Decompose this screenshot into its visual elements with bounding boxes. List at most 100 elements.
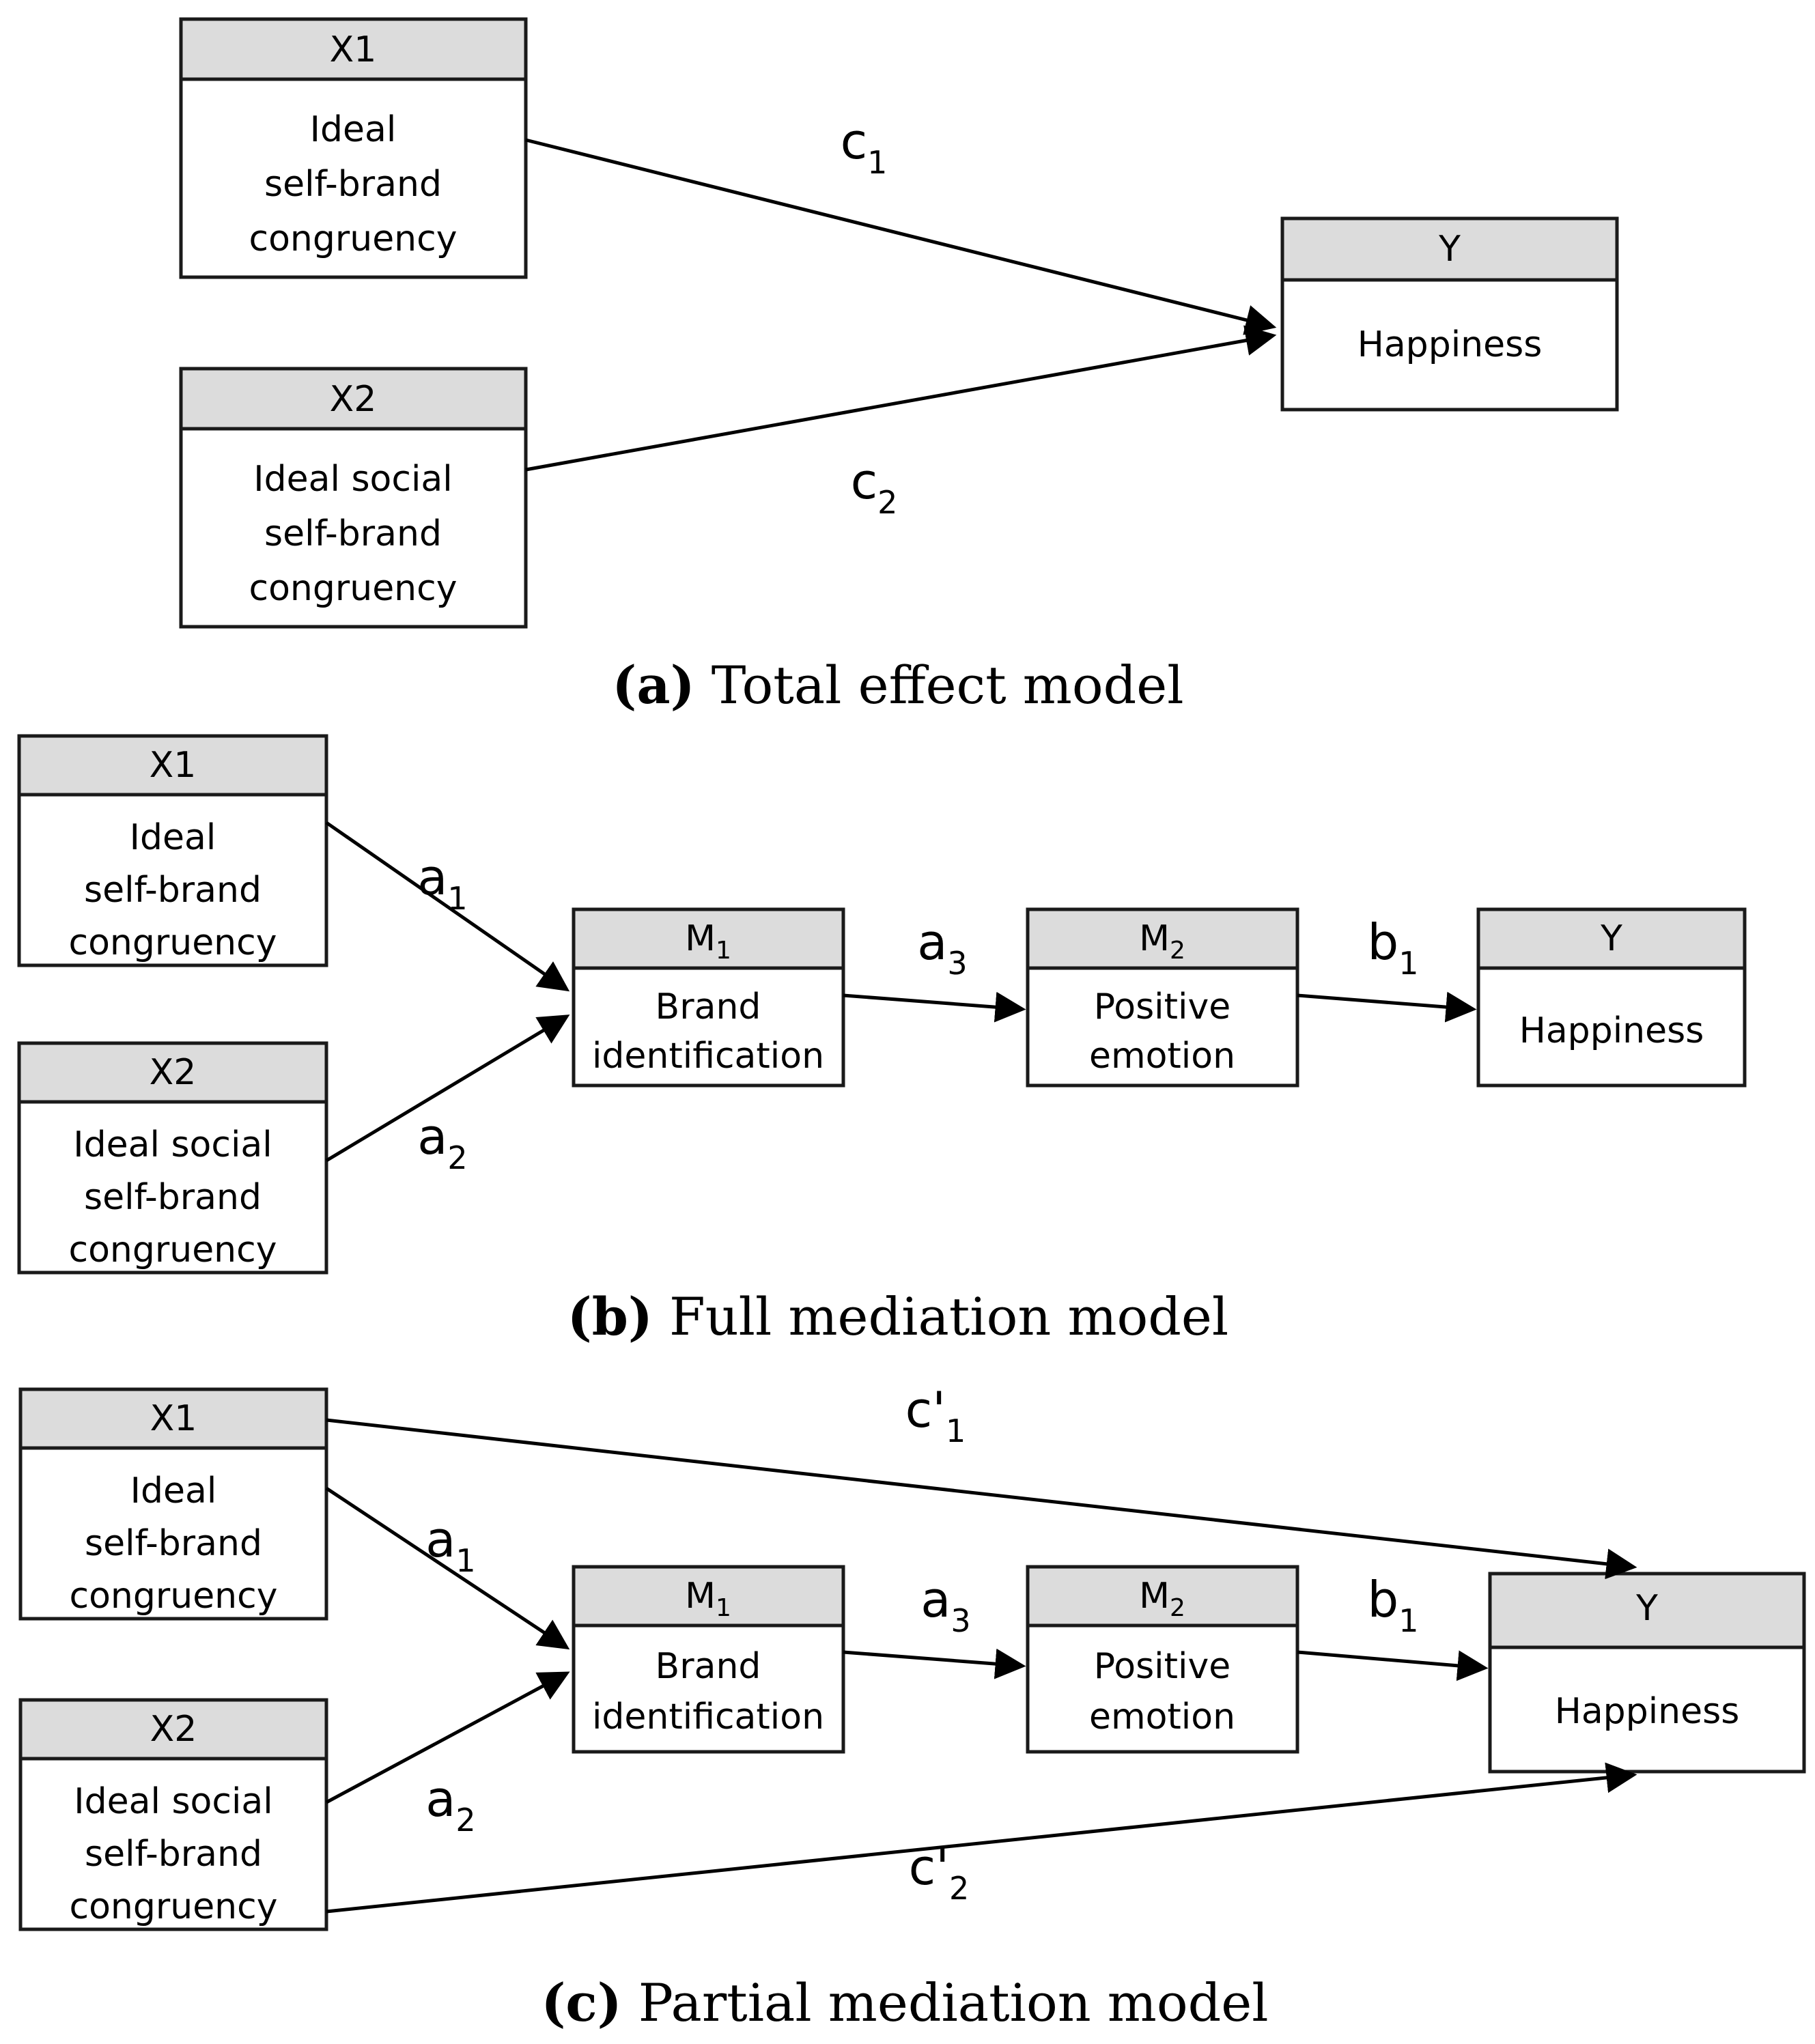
panel-b: X1 Ideal self-brand congruency X2 Ideal … xyxy=(17,734,1747,1347)
panel-a-node-x2-title: X2 xyxy=(330,379,377,420)
panel-c-node-m2-title: M2 xyxy=(1139,1576,1185,1622)
panel-b-edge-a1 xyxy=(325,821,570,992)
panel-c-node-y-title: Y xyxy=(1635,1588,1658,1629)
panel-b-node-m2: M2 Positive emotion xyxy=(1026,907,1299,1088)
panel-a-caption: (a) Total effect model xyxy=(612,655,1183,715)
panel-a-edge-c1 xyxy=(525,138,1277,335)
panel-b-node-x1-line-1: Ideal xyxy=(130,817,216,858)
panel-b-caption: (b) Full mediation model xyxy=(567,1286,1228,1347)
panel-b-node-y-title: Y xyxy=(1600,918,1622,959)
panel-c-edge-a3 xyxy=(843,1648,1026,1679)
panel-b-node-x2-line-1: Ideal social xyxy=(73,1124,272,1165)
panel-b-node-y-header xyxy=(1476,907,1747,970)
panel-c-edge-label-cprime2: c'2 xyxy=(909,1839,970,1907)
panel-a-edge-label-c2: c2 xyxy=(851,453,898,521)
panel-c-node-x2-line-1: Ideal social xyxy=(74,1781,272,1822)
panel-c-node-x1-line-3: congruency xyxy=(69,1576,277,1617)
panel-c-node-m1-line-2: identification xyxy=(592,1697,824,1737)
panel-c: X1 Ideal self-brand congruency X2 Ideal … xyxy=(18,1381,1806,2033)
panel-c-edge-label-a3: a3 xyxy=(920,1571,970,1639)
panel-c-node-x1: X1 Ideal self-brand congruency xyxy=(18,1387,328,1621)
panel-a-node-x2-body xyxy=(179,427,528,629)
panel-c-node-m1-body xyxy=(572,1623,845,1754)
panel-c-node-x2-body xyxy=(18,1757,328,1931)
panel-b-edge-a2 xyxy=(325,1014,570,1163)
panel-b-node-m2-body xyxy=(1026,966,1299,1088)
panel-c-node-m2-header xyxy=(1026,1565,1299,1628)
panel-a-node-x1-line-2: self-brand xyxy=(264,164,442,205)
panel-b-node-m1-title: M1 xyxy=(685,918,731,965)
panel-c-edge-label-cprime1: c'1 xyxy=(905,1381,966,1449)
panel-a-node-x2-line-3: congruency xyxy=(249,568,457,609)
panel-c-node-x1-header xyxy=(18,1387,328,1450)
panel-c-node-m1: M1 Brand identification xyxy=(572,1565,845,1754)
panel-b-node-x2-title: X2 xyxy=(150,1052,197,1093)
panel-b-node-m2-title: M2 xyxy=(1139,918,1185,965)
panel-a-node-x1-title: X1 xyxy=(330,29,377,70)
panel-c-edge-label-a1: a1 xyxy=(425,1511,475,1579)
panel-b-edge-a3 xyxy=(843,991,1026,1023)
panel-c-node-m2-line-2: emotion xyxy=(1089,1697,1235,1737)
panel-c-node-y-body xyxy=(1488,1645,1806,1774)
panel-a-edge-label-c1: c1 xyxy=(841,113,888,181)
panel-b-edge-b1 xyxy=(1297,991,1477,1023)
panel-a-node-y-body xyxy=(1280,278,1619,412)
panel-c-node-x2-line-3: congruency xyxy=(69,1886,277,1927)
panel-b-node-x1-line-3: congruency xyxy=(68,922,277,963)
panel-c-edge-b1 xyxy=(1297,1650,1489,1681)
panel-c-node-x1-title: X1 xyxy=(150,1398,197,1439)
panel-a: X1 Ideal self-brand congruency X2 Ideal … xyxy=(179,17,1619,715)
panel-b-node-m1-header xyxy=(572,907,845,970)
panel-c-edge-a2 xyxy=(325,1671,570,1804)
panel-c-node-m2-line-1: Positive xyxy=(1094,1646,1230,1687)
panel-c-edge-label-b1: b1 xyxy=(1368,1571,1419,1639)
panel-c-node-m2: M2 Positive emotion xyxy=(1026,1565,1299,1754)
panel-b-node-m1-body xyxy=(572,966,845,1088)
panel-b-node-x1-line-2: self-brand xyxy=(84,870,262,911)
panel-a-node-y: Y Happiness xyxy=(1280,216,1619,412)
panel-c-node-m1-line-1: Brand xyxy=(656,1646,761,1687)
panel-a-edge-c2 xyxy=(525,325,1277,472)
panel-a-node-y-title: Y xyxy=(1438,229,1461,270)
panel-a-node-x1-body xyxy=(179,77,528,279)
panel-c-node-x1-line-2: self-brand xyxy=(85,1523,262,1564)
panel-c-node-y-header xyxy=(1488,1572,1806,1649)
panel-b-node-m2-line-1: Positive xyxy=(1094,986,1230,1027)
panel-c-node-x1-line-1: Ideal xyxy=(130,1471,217,1511)
panel-b-node-x2: X2 Ideal social self-brand congruency xyxy=(17,1041,328,1275)
panel-a-node-x1-line-1: Ideal xyxy=(310,109,397,150)
panel-c-node-m2-body xyxy=(1026,1623,1299,1754)
panel-b-node-y-line-1: Happiness xyxy=(1519,1010,1704,1051)
panel-c-edge-cprime1 xyxy=(326,1418,1637,1580)
panel-a-node-x2-line-2: self-brand xyxy=(264,513,442,554)
panel-c-edge-cprime2 xyxy=(326,1762,1637,1914)
panel-b-node-m1-line-2: identification xyxy=(592,1036,824,1077)
panel-b-edge-label-a3: a3 xyxy=(917,913,967,982)
panel-c-caption: (c) Partial mediation model xyxy=(541,1972,1268,2033)
panel-a-node-y-line-1: Happiness xyxy=(1357,324,1543,365)
panel-b-node-m1-line-1: Brand xyxy=(656,986,761,1027)
panel-c-node-y-line-1: Happiness xyxy=(1555,1691,1740,1732)
panel-b-node-x1-body xyxy=(17,793,328,967)
panel-c-node-x2-title: X2 xyxy=(150,1709,197,1750)
panel-c-edge-a1 xyxy=(325,1486,570,1650)
panel-b-node-m1: M1 Brand identification xyxy=(572,907,845,1088)
panel-b-edge-label-a2: a2 xyxy=(417,1108,467,1176)
panel-b-node-m2-header xyxy=(1026,907,1299,970)
panel-a-node-x1: X1 Ideal self-brand congruency xyxy=(179,17,528,279)
panel-b-edge-label-b1: b1 xyxy=(1368,913,1419,982)
panel-b-node-x2-body xyxy=(17,1100,328,1275)
panel-c-node-x2-line-2: self-brand xyxy=(85,1834,262,1875)
panel-c-node-x1-body xyxy=(18,1446,328,1621)
panel-b-edge-label-a1: a1 xyxy=(417,849,467,917)
panel-b-node-y: Y Happiness xyxy=(1476,907,1747,1088)
panel-a-node-x2-line-1: Ideal social xyxy=(253,459,452,500)
panel-b-node-x2-line-2: self-brand xyxy=(84,1177,262,1218)
panel-b-node-x2-line-3: congruency xyxy=(68,1230,277,1271)
panel-b-node-x1: X1 Ideal self-brand congruency xyxy=(17,734,328,967)
panel-a-node-x1-header xyxy=(179,17,528,81)
panel-b-node-m2-line-2: emotion xyxy=(1089,1036,1235,1077)
panel-c-edge-label-a2: a2 xyxy=(425,1770,475,1839)
panel-b-node-y-body xyxy=(1476,966,1747,1088)
